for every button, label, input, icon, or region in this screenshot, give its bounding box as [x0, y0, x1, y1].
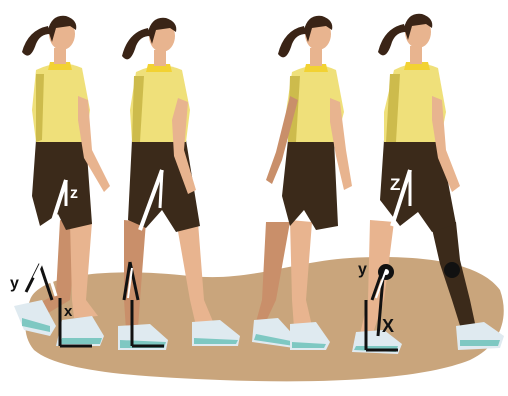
- neck: [310, 48, 322, 66]
- z-label: z: [70, 185, 78, 202]
- front-knee-marker: [444, 262, 460, 278]
- y-label: y: [10, 275, 19, 292]
- ponytail: [122, 28, 150, 59]
- z-label: Z: [390, 175, 400, 194]
- x-label: X: [382, 316, 394, 336]
- ponytail: [22, 26, 50, 56]
- shorts: [282, 140, 338, 230]
- y-label: y: [358, 261, 367, 278]
- neck: [54, 48, 66, 64]
- ponytail: [378, 24, 406, 55]
- neck: [154, 50, 166, 66]
- x-label: x: [64, 303, 73, 320]
- shorts: [32, 140, 92, 230]
- neck: [410, 46, 422, 64]
- ponytail: [278, 26, 306, 57]
